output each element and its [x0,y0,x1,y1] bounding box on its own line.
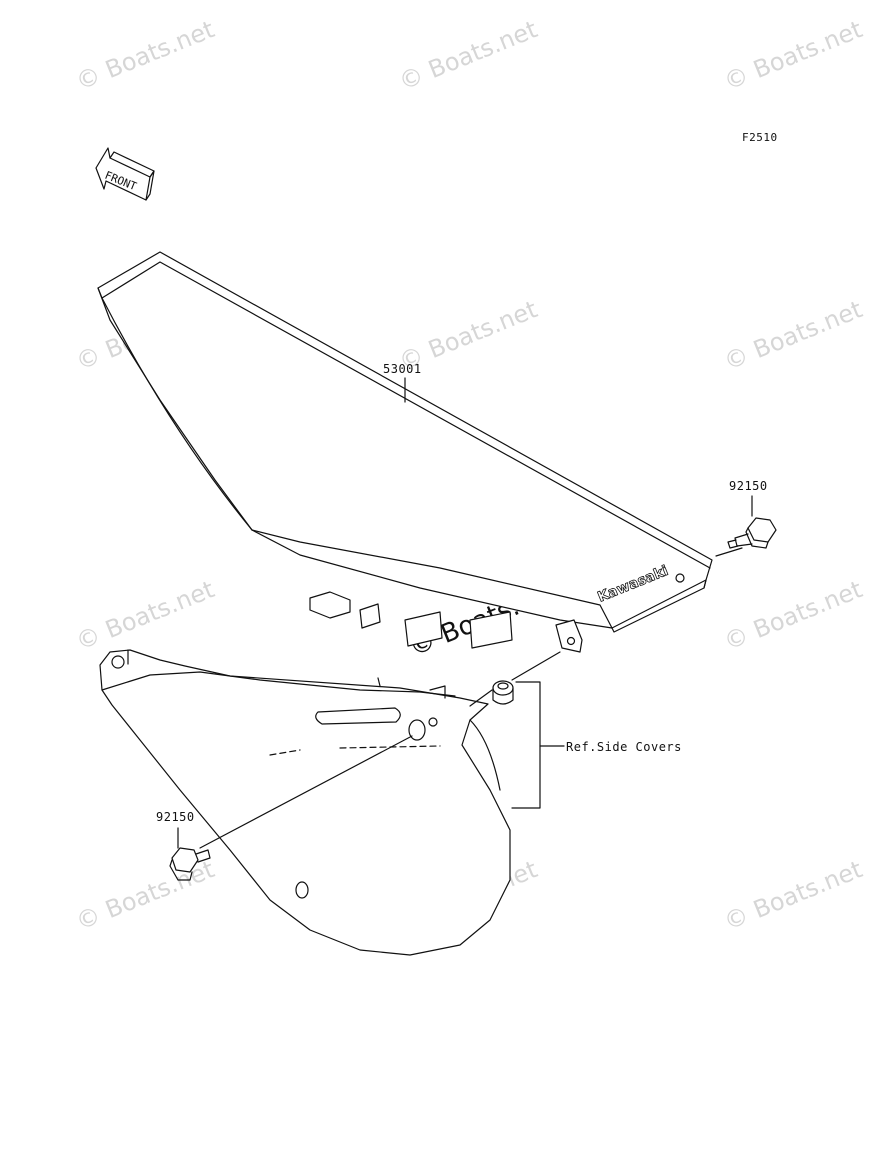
side-cover-part [99,649,511,956]
part-label-seat[interactable]: 53001 [383,362,422,376]
figure-code: F2510 [742,131,778,144]
front-arrow-icon: FRONT [95,147,155,201]
part-label-ref-side-covers[interactable]: Ref.Side Covers [566,740,682,754]
leader-bolt-left-to-cover [199,735,413,849]
bracket-ref-side-covers [511,681,541,809]
bolt-left-part [169,847,211,881]
leader-bolt-right-to-seat [715,547,743,557]
leader-grommet-to-cover [469,689,493,707]
grommet-part [492,680,514,705]
leader-grommet-to-seat [511,651,561,681]
bolt-right-part [727,517,777,549]
seat-part: Kawasaki [97,251,713,653]
part-label-bolt-right[interactable]: 92150 [729,479,768,493]
part-label-bolt-left[interactable]: 92150 [156,810,195,824]
